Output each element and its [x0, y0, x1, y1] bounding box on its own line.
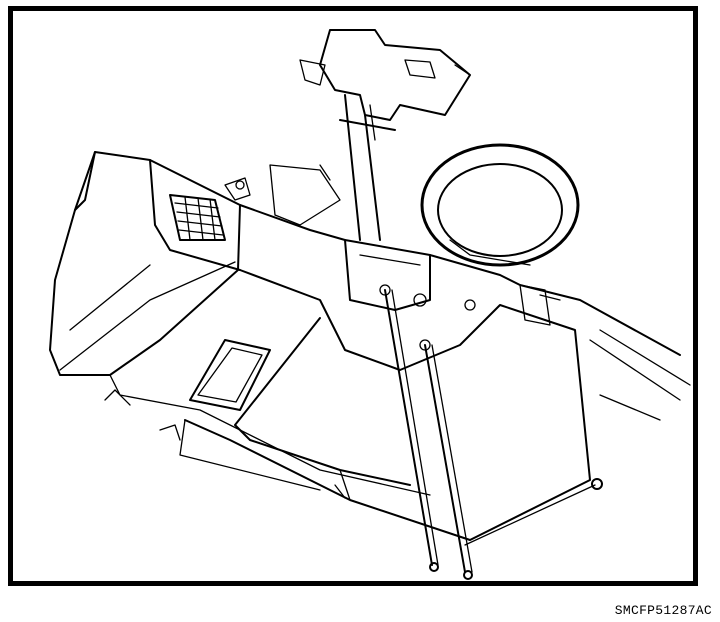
fastener-screw-left	[384, 289, 439, 572]
illustration-frame	[8, 6, 698, 586]
fastener-screw-right	[424, 344, 473, 580]
air-vent	[169, 194, 226, 241]
fastener-clip	[591, 478, 603, 490]
lower-panel-cover	[179, 269, 596, 546]
mounting-points	[379, 284, 561, 351]
vent-bracket	[224, 177, 251, 201]
steering-column	[299, 29, 471, 311]
instrument-panel-left-section	[49, 151, 431, 496]
figure-code: SMCFP51287AC	[614, 603, 712, 618]
dash-cross-member	[239, 164, 691, 421]
steering-wheel	[420, 143, 580, 267]
instrument-panel-illustration	[49, 29, 691, 580]
panel-tabs	[104, 389, 346, 499]
